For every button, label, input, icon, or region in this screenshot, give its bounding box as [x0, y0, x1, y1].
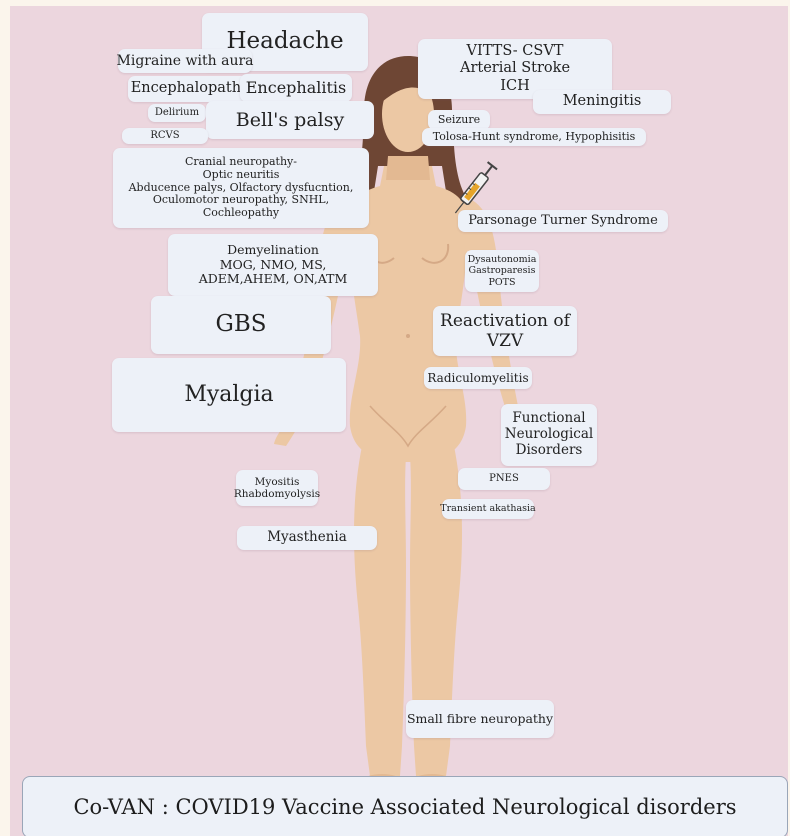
- myalgia-box: Myalgia: [112, 358, 346, 432]
- myasthenia-label: Myasthenia: [267, 530, 347, 546]
- encephalopathy-box: Encephalopathy: [128, 76, 252, 102]
- tolosa-label: Tolosa-Hunt syndrome, Hypophisitis: [433, 131, 636, 144]
- functional-line-1: Functional: [512, 411, 585, 427]
- seizure-box: Seizure: [428, 110, 490, 130]
- parsonage-label: Parsonage Turner Syndrome: [468, 213, 658, 228]
- cranial-line-2: Optic neuritis: [203, 169, 280, 182]
- rcvs-box: RCVS: [122, 128, 208, 144]
- diagram-canvas: Headache Migraine with aura Encephalopat…: [10, 6, 788, 836]
- cranial-neuropathy-box: Cranial neuropathy- Optic neuritis Abduc…: [113, 148, 369, 228]
- myasthenia-box: Myasthenia: [237, 526, 377, 550]
- left-leg: [354, 446, 406, 776]
- dysautonomia-line-1: Dysautonomia: [468, 254, 537, 265]
- seizure-label: Seizure: [438, 114, 480, 127]
- meningitis-label: Meningitis: [563, 93, 642, 110]
- myositis-line-2: Rhabdomyolysis: [234, 488, 320, 500]
- functional-line-3: Disorders: [516, 443, 583, 459]
- demyelination-box: Demyelination MOG, NMO, MS, ADEM,AHEM, O…: [168, 234, 378, 296]
- delirium-label: Delirium: [155, 107, 199, 119]
- small-fibre-box: Small fibre neuropathy: [406, 700, 554, 738]
- myositis-box: Myositis Rhabdomyolysis: [236, 470, 318, 506]
- encephalitis-label: Encephalitis: [246, 79, 347, 98]
- myalgia-label: Myalgia: [184, 382, 273, 408]
- akathisia-label: Transient akathasia: [440, 503, 535, 514]
- radiculomyelitis-label: Radiculomyelitis: [427, 371, 528, 385]
- vascular-line-1: VITTS- CSVT: [467, 43, 564, 60]
- cranial-line-5: Cochleopathy: [203, 207, 279, 220]
- migraine-label: Migraine with aura: [117, 53, 254, 70]
- gbs-box: GBS: [151, 296, 331, 354]
- vascular-line-3: ICH: [500, 78, 529, 95]
- delirium-box: Delirium: [148, 104, 206, 122]
- bells-palsy-box: Bell's palsy: [206, 101, 374, 139]
- cranial-line-1: Cranial neuropathy-: [185, 156, 297, 169]
- pnes-box: PNES: [458, 468, 550, 490]
- radiculomyelitis-box: Radiculomyelitis: [424, 367, 532, 389]
- rcvs-label: RCVS: [150, 130, 179, 142]
- akathisia-box: Transient akathasia: [442, 499, 534, 519]
- dysautonomia-line-3: POTS: [488, 277, 515, 288]
- bells-palsy-label: Bell's palsy: [236, 109, 344, 131]
- encephalitis-box: Encephalitis: [240, 74, 352, 102]
- small-fibre-label: Small fibre neuropathy: [407, 712, 553, 727]
- encephalopathy-label: Encephalopathy: [131, 80, 250, 97]
- diagram-title: Co-VAN : COVID19 Vaccine Associated Neur…: [22, 776, 788, 836]
- functional-box: Functional Neurological Disorders: [501, 404, 597, 466]
- tolosa-box: Tolosa-Hunt syndrome, Hypophisitis: [422, 128, 646, 146]
- meningitis-box: Meningitis: [533, 90, 671, 114]
- demyelination-line-3: ADEM,AHEM, ON,ATM: [199, 272, 348, 287]
- myositis-line-1: Myositis: [255, 476, 300, 488]
- demyelination-line-1: Demyelination: [227, 243, 319, 258]
- demyelination-line-2: MOG, NMO, MS,: [220, 258, 327, 273]
- pnes-label: PNES: [489, 473, 519, 485]
- parsonage-box: Parsonage Turner Syndrome: [458, 210, 668, 232]
- vzv-line-2: VZV: [487, 331, 523, 351]
- functional-line-2: Neurological: [505, 427, 593, 443]
- vzv-box: Reactivation of VZV: [433, 306, 577, 356]
- vzv-line-1: Reactivation of: [440, 311, 570, 331]
- vascular-line-2: Arterial Stroke: [460, 60, 570, 77]
- dysautonomia-line-2: Gastroparesis: [469, 265, 536, 276]
- migraine-box: Migraine with aura: [118, 49, 252, 73]
- gbs-label: GBS: [215, 311, 266, 338]
- dysautonomia-box: Dysautonomia Gastroparesis POTS: [465, 250, 539, 292]
